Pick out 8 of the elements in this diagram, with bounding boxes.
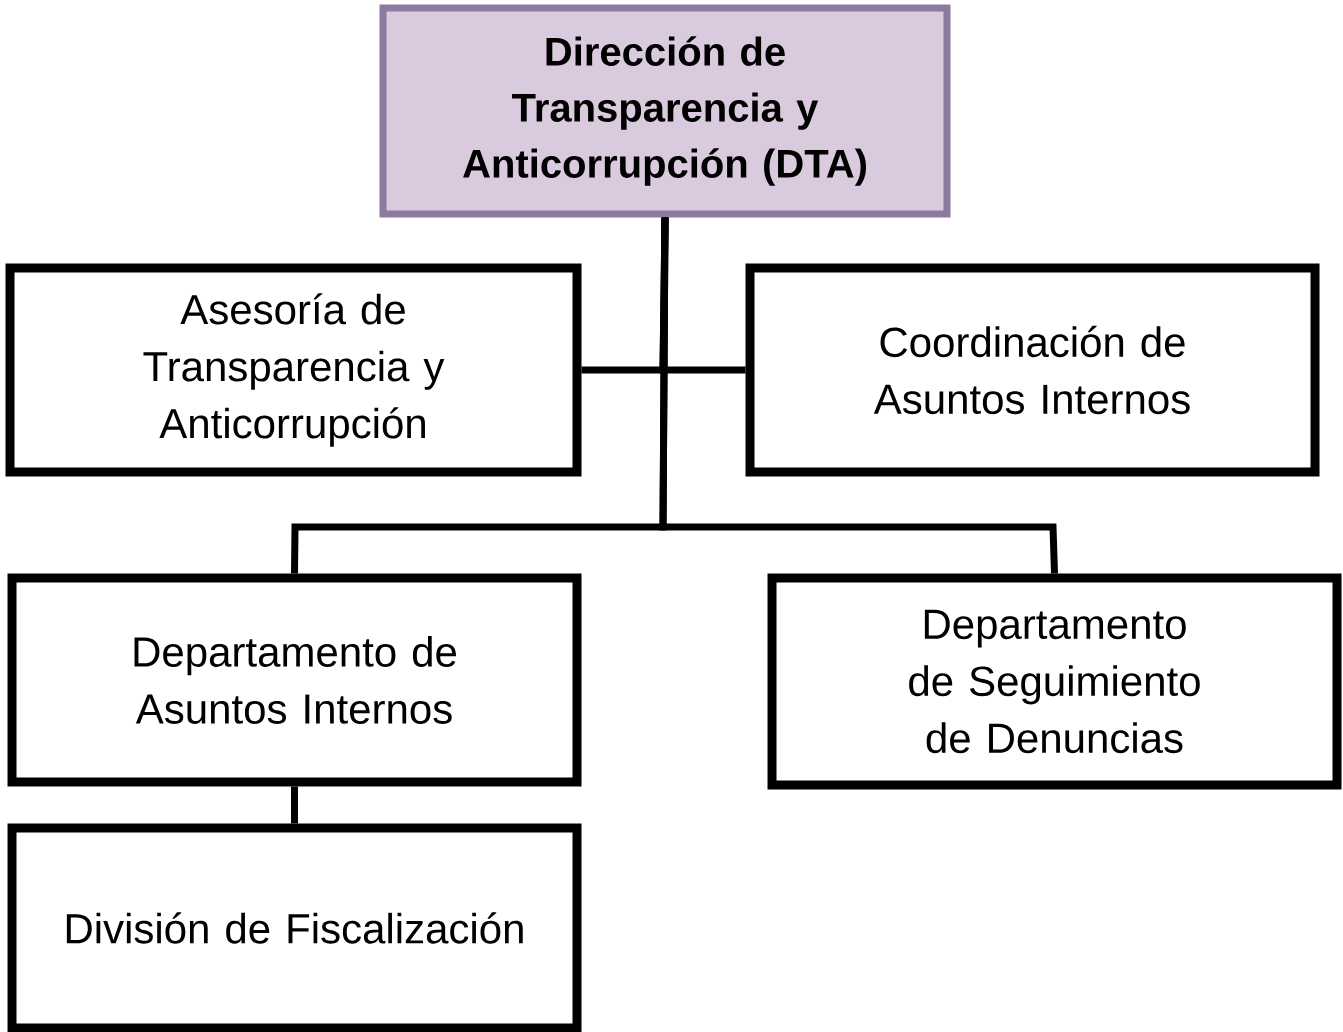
org-box: Departamento de Seguimiento de Denuncias (767, 573, 1342, 790)
connector-line (291, 786, 298, 824)
connector-line (659, 217, 1058, 574)
org-box: Coordinación de Asuntos Internos (745, 263, 1320, 477)
org-box: Asesoría de Transparencia y Anticorrupción (5, 263, 582, 477)
org-box: Departamento de Asuntos Internos (7, 573, 582, 787)
header-box: Dirección de Transparencia y Anticorrupción (DTA) (379, 4, 951, 218)
org-box: División de Fiscalización (7, 823, 582, 1032)
